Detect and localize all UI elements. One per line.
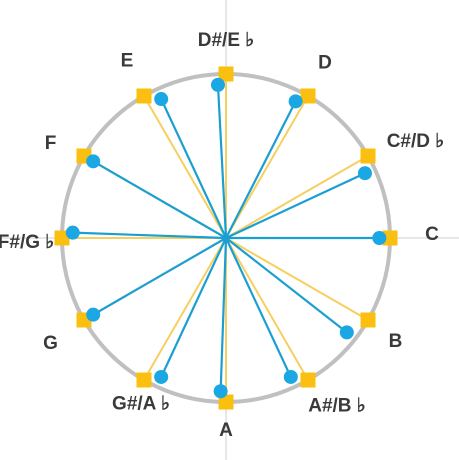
dot-marker-as [283,369,298,384]
square-spoke-as [225,237,309,381]
note-label-c: C [425,224,439,245]
square-spoke-b [225,237,369,321]
dot-marker-fs [65,225,80,240]
dot-spoke-cs [225,172,366,239]
dot-spoke-g [92,237,227,316]
note-label-b: B [389,331,403,352]
square-marker-cs [360,148,376,164]
square-marker-c [382,230,398,246]
square-marker-b [360,312,376,328]
dot-spoke-b [225,237,348,334]
dot-marker-b [339,325,354,340]
note-label-gs: G#/A ♭ [112,393,170,414]
dot-marker-d [288,94,303,109]
square-marker-d [300,88,316,104]
dot-marker-gs [154,369,169,384]
dot-marker-g [86,307,101,322]
square-marker-as [300,372,316,388]
note-label-as: A#/B ♭ [308,395,366,416]
dot-spoke-a [219,237,228,392]
square-spoke-gs [143,237,227,381]
square-spoke-cs [225,155,369,239]
dot-marker-c [372,231,387,245]
square-marker-ds [218,66,234,82]
square-marker-gs [136,372,152,388]
square-marker-fs [54,230,70,246]
note-label-ds: D#/E ♭ [198,30,254,51]
note-label-fs: F#/G ♭ [0,232,54,253]
note-label-f: F [45,133,57,154]
dot-spoke-as [225,237,292,378]
note-label-d: D [318,53,332,74]
note-label-e: E [121,51,134,72]
dot-marker-f [86,154,101,169]
note-label-cs: C#/D ♭ [387,131,445,152]
square-spoke-e [143,95,227,239]
dot-spoke-e [160,98,227,239]
dot-marker-ds [210,77,225,92]
dot-marker-e [154,92,169,107]
note-label-a: A [219,420,233,441]
dot-spoke-d [225,100,297,239]
dot-marker-a [213,384,228,399]
dot-marker-cs [357,166,372,181]
square-spoke-d [225,95,309,239]
square-marker-a [218,394,234,410]
dot-spoke-fs [72,231,227,240]
dot-spoke-gs [160,237,227,378]
square-marker-e [136,88,152,104]
dot-spoke-f [92,160,227,239]
note-label-g: G [43,333,58,354]
dot-spoke-ds [216,84,228,239]
